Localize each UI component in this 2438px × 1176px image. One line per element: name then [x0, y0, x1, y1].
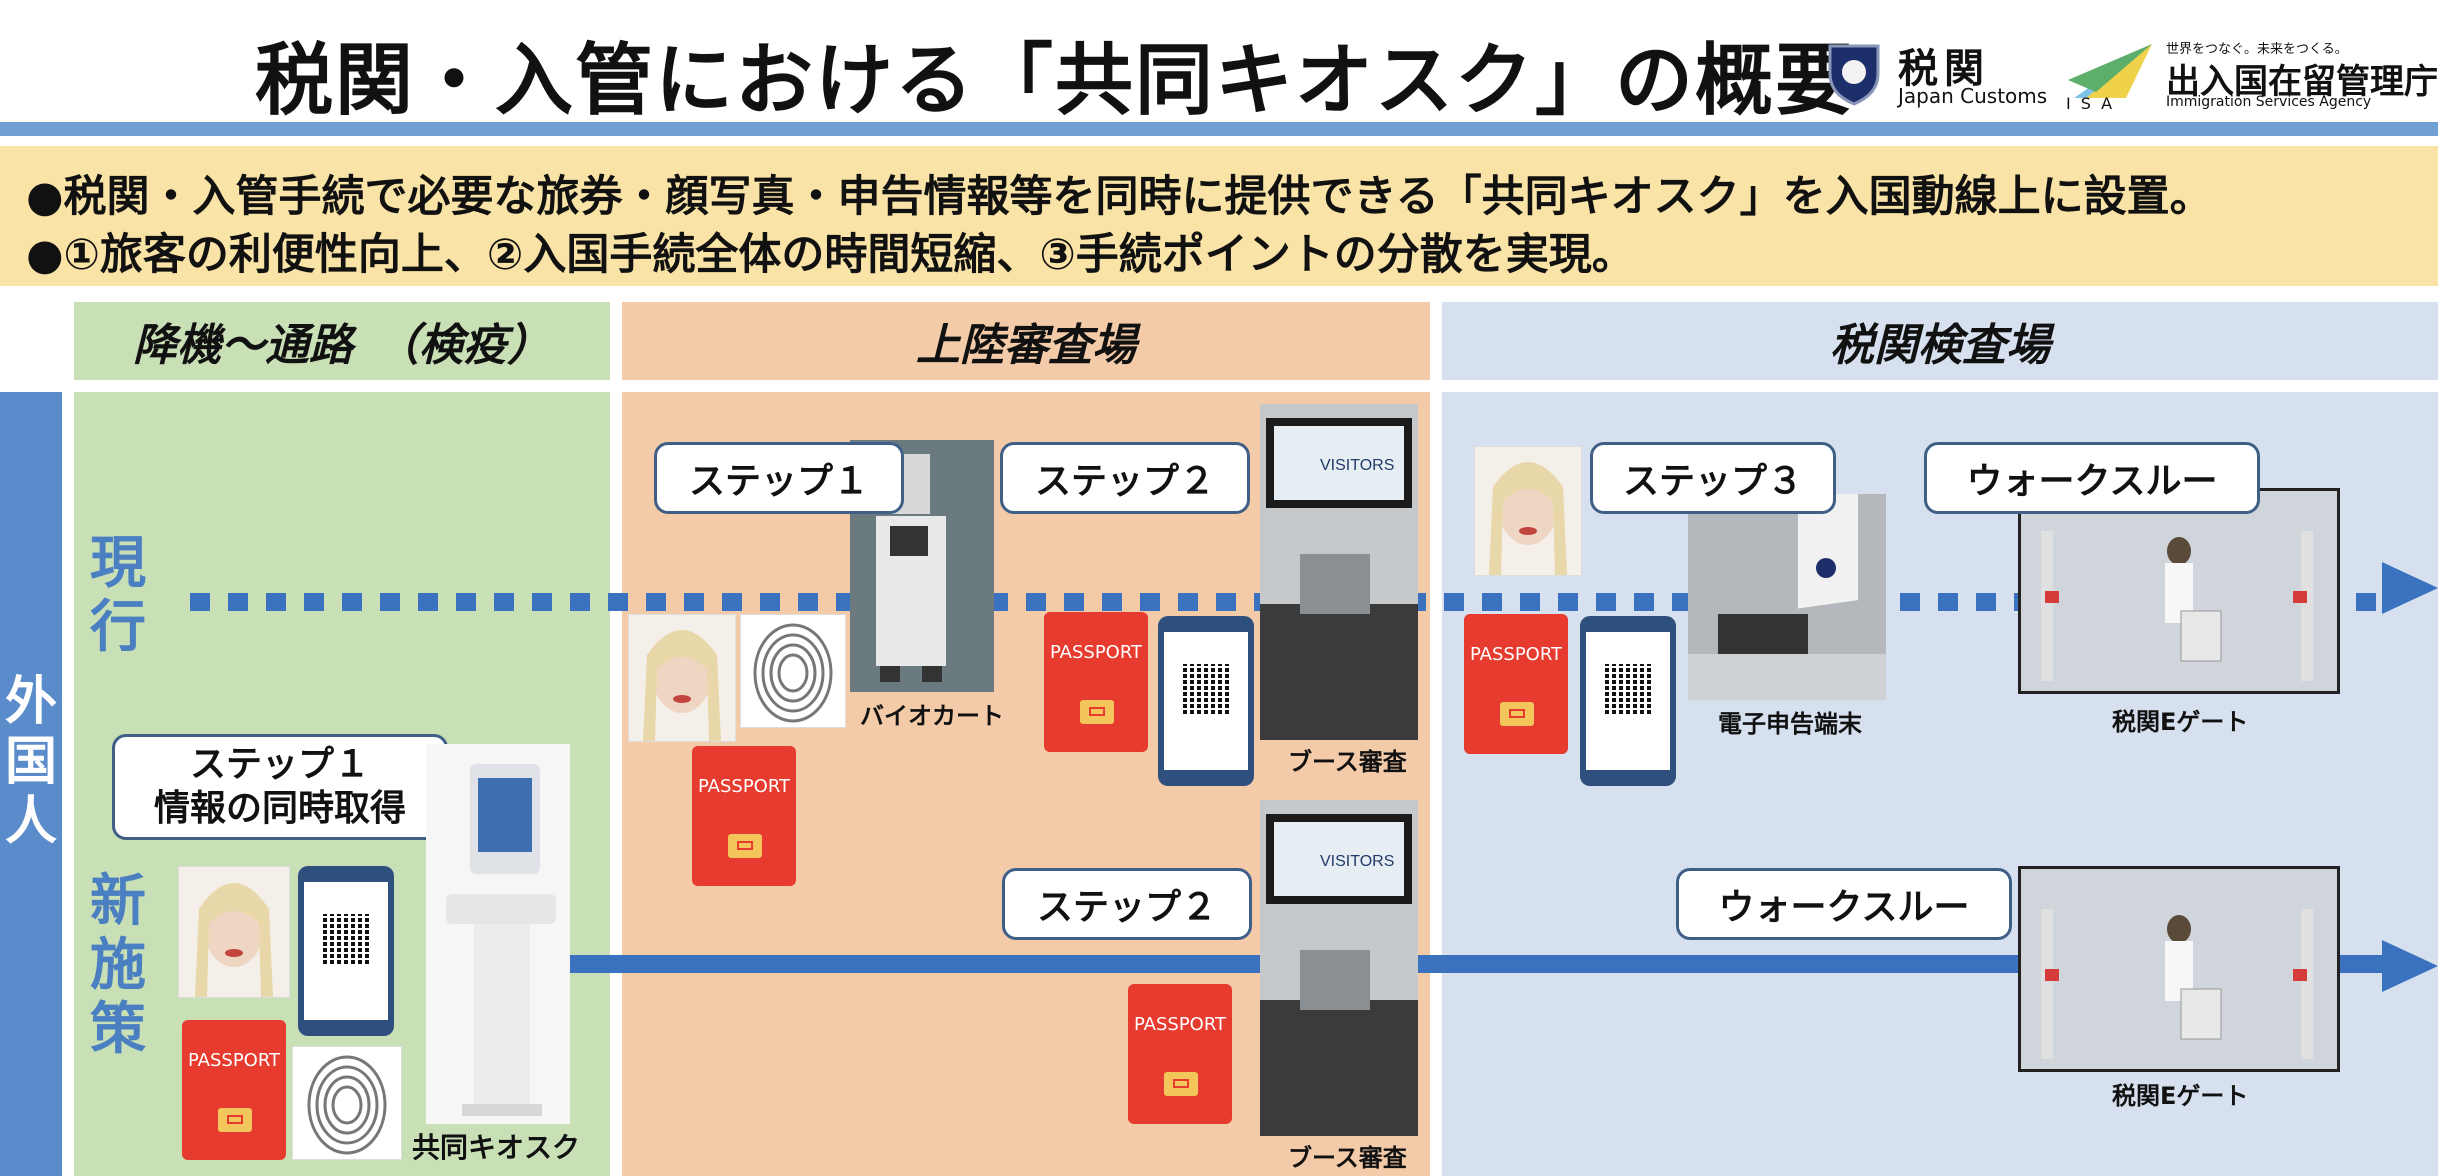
customs-egate-photo-current — [2018, 488, 2340, 694]
passport-icon: PASSPORT — [1464, 614, 1568, 754]
customs-egate-photo-new — [2018, 866, 2340, 1072]
customs-logo-en: Japan Customs — [1898, 84, 2048, 108]
zone-header-customs: 税関検査場 — [1442, 302, 2438, 380]
qr-code-icon — [320, 914, 372, 966]
booth-photo-new: VISITORS — [1260, 800, 1418, 1136]
face-photo — [628, 614, 736, 742]
declaration-app-phone — [1158, 616, 1254, 786]
isa-logo-jp: 出入国在留管理庁 — [2166, 62, 2438, 102]
customs-egate-caption-current: 税関Eゲート — [2112, 708, 2249, 736]
passport-icon: PASSPORT — [182, 1020, 286, 1160]
e-declaration-terminal-caption: 電子申告端末 — [1718, 710, 1862, 738]
new-walkthrough-callout: ウォークスルー — [1676, 868, 2012, 940]
row-label-current: 現行 — [90, 531, 146, 660]
booth-caption-new: ブース審査 — [1288, 1144, 1407, 1172]
fingerprint-icon — [740, 614, 846, 728]
visitors-sign: VISITORS — [1320, 457, 1394, 474]
isa-logo-en: Immigration Services Agency — [2166, 94, 2372, 110]
e-declaration-terminal-photo — [1688, 494, 1886, 700]
booth-photo-current: VISITORS — [1260, 404, 1418, 740]
fingerprint-icon — [292, 1046, 402, 1160]
zone-header-immigration: 上陸審査場 — [622, 302, 1430, 380]
traveler-sidebar — [0, 392, 62, 1176]
current-step3-callout: ステップ３ — [1590, 442, 1836, 514]
passport-icon: PASSPORT — [692, 746, 796, 886]
customs-logo: 税関 Japan Customs — [1826, 40, 2047, 110]
declaration-app-phone — [298, 866, 394, 1036]
visitors-sign: VISITORS — [1320, 853, 1394, 870]
isa-abbr: ISA — [2066, 94, 2123, 113]
biocart-caption: バイオカート — [860, 702, 1004, 730]
passport-icon: PASSPORT — [1128, 984, 1232, 1124]
customs-emblem-icon — [1828, 44, 1880, 106]
isa-emblem-icon — [2068, 44, 2152, 98]
header-divider — [0, 122, 2438, 136]
customs-logo-jp: 税関 — [1898, 46, 1990, 92]
qr-code-icon — [1602, 664, 1654, 716]
new-step2-callout: ステップ２ — [1002, 868, 1252, 940]
declaration-app-phone — [1580, 616, 1676, 786]
new-step1-callout: ステップ１ 情報の同時取得 — [112, 734, 448, 840]
qr-code-icon — [1180, 664, 1232, 716]
current-step2-callout: ステップ２ — [1000, 442, 1250, 514]
isa-logo: ISA 世界をつなぐ。未来をつくる。 出入国在留管理庁 Immigration … — [2066, 36, 2438, 116]
summary-line-2: ●①旅客の利便性向上、②入国手続全体の時間短縮、③手続ポイントの分散を実現。 — [26, 230, 1635, 280]
isa-tagline: 世界をつなぐ。未来をつくる。 — [2166, 42, 2348, 57]
shared-kiosk-photo — [426, 744, 570, 1124]
summary-line-1: ●税関・入管手続で必要な旅券・顔写真・申告情報等を同時に提供できる「共同キオスク… — [26, 172, 2213, 222]
customs-egate-caption-new: 税関Eゲート — [2112, 1082, 2249, 1110]
shared-kiosk-caption: 共同キオスク — [412, 1131, 581, 1164]
traveler-label: 外国人 — [5, 672, 58, 852]
face-photo — [178, 866, 290, 998]
current-step1-callout: ステップ１ — [654, 442, 904, 514]
page-title: 税関・入管における「共同キオスク」の概要 — [255, 36, 1856, 126]
zone-header-arrival: 降機～通路 （検疫） — [74, 302, 610, 380]
face-photo — [1474, 446, 1582, 576]
passport-icon: PASSPORT — [1044, 612, 1148, 752]
row-label-new: 新施策 — [90, 869, 146, 1062]
current-walkthrough-callout: ウォークスルー — [1924, 442, 2260, 514]
summary-banner — [0, 146, 2438, 286]
booth-caption-current: ブース審査 — [1288, 748, 1407, 776]
